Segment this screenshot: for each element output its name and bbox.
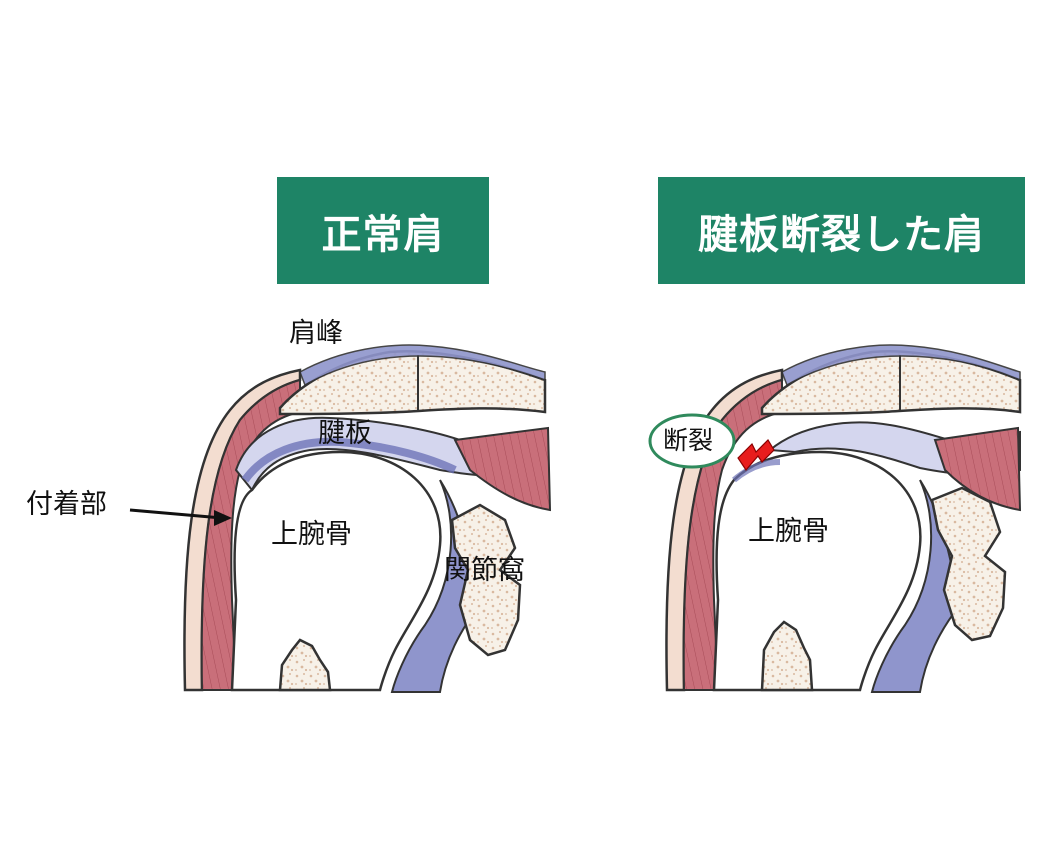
tear-label-circle — [648, 413, 736, 469]
coracoid-bone — [278, 638, 332, 692]
tendon-plate-label: 腱板 — [318, 418, 372, 449]
tear-label: 断裂 — [663, 426, 714, 455]
tear-mark — [737, 439, 775, 471]
deltoid-muscle — [200, 378, 301, 691]
glenoid-bone — [930, 486, 1007, 642]
attachment-label: 付着部 — [26, 489, 107, 520]
glenoid-label: 関節窩 — [444, 555, 525, 586]
attachment-arrow — [129, 508, 223, 520]
humerus-label: 上腕骨 — [271, 519, 352, 550]
glenoid-bone — [450, 503, 522, 657]
humerus-label-torn: 上腕骨 — [748, 516, 829, 547]
humeral-head — [230, 450, 442, 692]
humeral-head — [712, 450, 922, 692]
acromion-label: 肩峰 — [289, 318, 343, 349]
torn-shoulder-title: 腱板断裂した肩 — [658, 177, 1025, 284]
supraspinatus-muscle — [453, 426, 552, 512]
normal-shoulder-drawing — [129, 344, 552, 693]
normal-shoulder-title: 正常肩 — [277, 177, 489, 284]
torn-shoulder-drawing — [648, 344, 1022, 693]
coracoid-bone — [760, 620, 814, 692]
